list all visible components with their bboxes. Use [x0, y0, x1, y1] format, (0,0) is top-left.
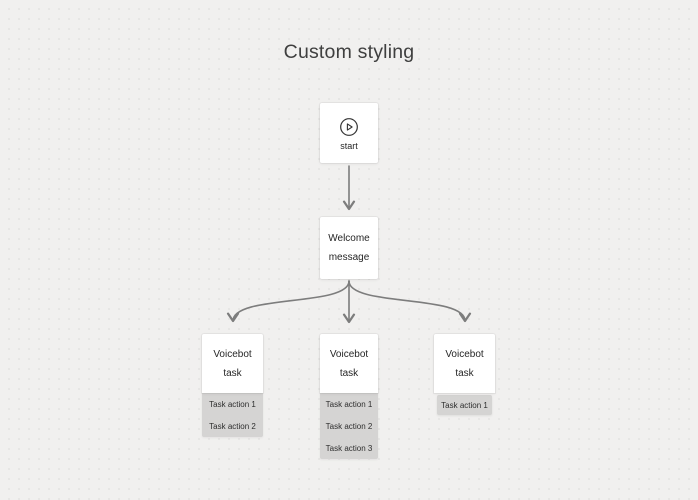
voicebot-task-title: Voicebot task [329, 348, 369, 379]
task-action-item[interactable]: Task action 3 [325, 443, 373, 453]
page-title: Custom styling [283, 41, 415, 63]
connector-welcome-to-task1 [226, 280, 350, 323]
task-action-list-1: Task action 1 Task action 2 [202, 393, 263, 437]
welcome-message-node[interactable]: Welcome message [320, 217, 378, 279]
task-action-item[interactable]: Task action 1 [437, 395, 492, 415]
voicebot-task-node-3[interactable]: Voicebot task [434, 334, 495, 393]
connector-welcome-to-task3 [348, 280, 472, 323]
voicebot-task-node-1[interactable]: Voicebot task [202, 334, 263, 393]
welcome-message-label: Welcome message [328, 233, 370, 263]
task-action-item[interactable]: Task action 1 [325, 399, 373, 409]
voicebot-task-title: Voicebot task [213, 348, 252, 379]
voicebot-task-column-1: Voicebot task Task action 1 Task action … [202, 334, 263, 437]
voicebot-task-title: Voicebot task [445, 348, 484, 379]
start-node-label: start [340, 140, 358, 151]
task-action-item[interactable]: Task action 2 [325, 421, 373, 431]
task-action-item[interactable]: Task action 2 [209, 421, 256, 431]
voicebot-task-column-3: Voicebot task Task action 1 [434, 334, 495, 415]
task-action-list-2: Task action 1 Task action 2 Task action … [320, 393, 378, 459]
start-node[interactable]: start [320, 103, 378, 163]
task-action-item[interactable]: Task action 1 [209, 399, 256, 409]
voicebot-task-column-2: Voicebot task Task action 1 Task action … [320, 334, 378, 459]
play-circle-icon [338, 116, 360, 138]
voicebot-task-node-2[interactable]: Voicebot task [320, 334, 378, 393]
